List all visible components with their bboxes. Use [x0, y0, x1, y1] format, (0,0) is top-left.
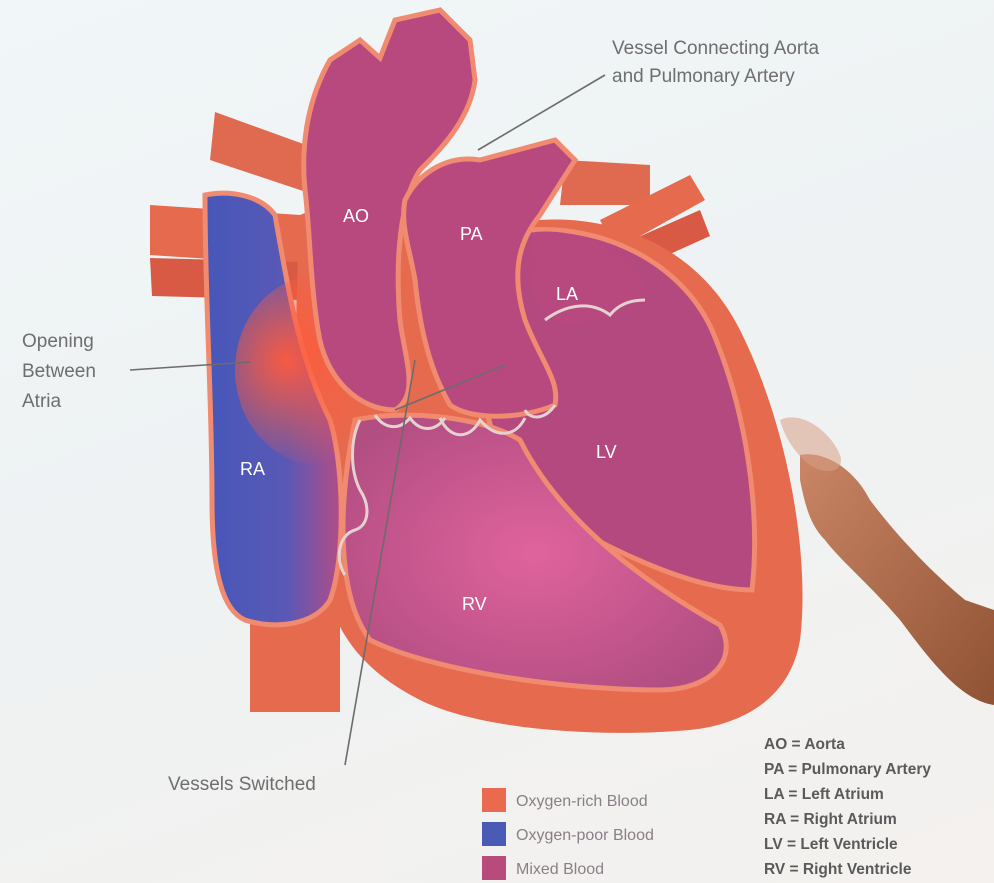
label-pa: PA	[460, 224, 483, 244]
label-lv: LV	[596, 442, 617, 462]
callout-vessel-line2: and Pulmonary Artery	[612, 66, 795, 87]
abbr-pa: PA = Pulmonary Artery	[764, 761, 931, 778]
abbr-lv: LV = Left Ventricle	[764, 836, 898, 853]
abbr-ra: RA = Right Atrium	[764, 811, 897, 828]
abbr-ao: AO = Aorta	[764, 736, 845, 753]
callout-vessel-line1: Vessel Connecting Aorta	[612, 38, 819, 59]
abbr-la: LA = Left Atrium	[764, 786, 884, 803]
callout-opening-line3: Atria	[22, 391, 62, 412]
presenter-arm	[800, 454, 994, 705]
legend-label-oxygen-poor: Oxygen-poor Blood	[516, 827, 654, 844]
label-la: LA	[556, 284, 578, 304]
label-rv: RV	[462, 594, 487, 614]
label-ao: AO	[343, 206, 369, 226]
legend-label-oxygen-rich: Oxygen-rich Blood	[516, 793, 648, 810]
callout-vessels-switched: Vessels Switched	[168, 774, 316, 795]
callout-opening-line1: Opening	[22, 331, 94, 352]
vessel-connector-leader	[478, 75, 605, 150]
legend-swatch-mixed	[482, 856, 506, 880]
blood-legend: Oxygen-rich Blood Oxygen-poor Blood Mixe…	[482, 788, 654, 880]
legend-swatch-oxygen-rich	[482, 788, 506, 812]
presenter-fingers	[780, 417, 841, 471]
legend-label-mixed: Mixed Blood	[516, 861, 604, 878]
callout-opening-line2: Between	[22, 361, 96, 382]
legend-swatch-oxygen-poor	[482, 822, 506, 846]
label-ra: RA	[240, 459, 265, 479]
abbreviation-key: AO = Aorta PA = Pulmonary Artery LA = Le…	[764, 736, 931, 878]
abbr-rv: RV = Right Ventricle	[764, 861, 912, 878]
